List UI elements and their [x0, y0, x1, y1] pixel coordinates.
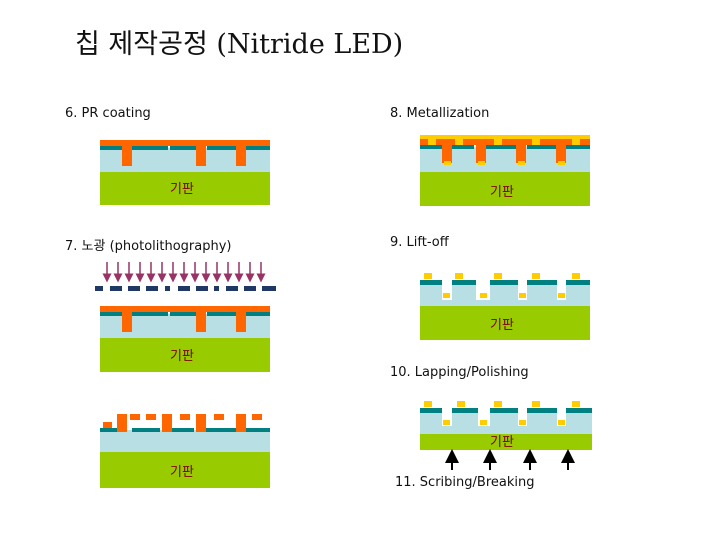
mesa-teal	[100, 312, 122, 316]
mesa-teal	[246, 146, 270, 150]
metal-contacts	[424, 401, 580, 425]
substrate	[420, 172, 590, 206]
photoresist	[100, 140, 270, 166]
diagram-lift-off	[420, 273, 590, 340]
photoresist	[420, 139, 590, 163]
mesa-teal	[527, 408, 557, 413]
mesa-teal	[170, 312, 204, 316]
step-label-metallization: 8. Metallization	[390, 106, 490, 121]
step-label-pr-coating: 6. PR coating	[65, 106, 151, 121]
photoresist-pattern	[103, 414, 262, 432]
substrate	[100, 452, 270, 488]
mesa-teal	[527, 280, 557, 285]
metal-contacts	[424, 273, 580, 298]
metal-layer	[420, 135, 590, 165]
mesa-teal	[207, 312, 237, 316]
mesa-teal	[452, 145, 474, 149]
step-label-lapping-polishing: 10. Lapping/Polishing	[390, 365, 529, 380]
step-label-lift-off: 9. Lift-off	[390, 235, 449, 250]
mesa-teal	[205, 428, 237, 432]
mesa-teal	[207, 146, 237, 150]
mesa-teal	[527, 145, 557, 149]
mesa-teal	[132, 312, 168, 316]
mesa-teal	[420, 408, 442, 413]
epi-layer	[420, 284, 590, 306]
mesa-teal	[132, 146, 168, 150]
mesa-teal	[246, 312, 270, 316]
photomask	[95, 286, 276, 291]
mesa-teal	[100, 428, 124, 432]
step-label-photolithography: 7. 노광 (photolithography)	[65, 239, 232, 254]
substrate-label: 기판	[170, 465, 194, 480]
substrate-label: 기판	[170, 182, 194, 197]
diagram-pr-coating	[100, 140, 270, 205]
mesa-teal	[566, 408, 592, 413]
mesa-teal	[100, 146, 122, 150]
mesa-teal	[132, 428, 160, 432]
substrate	[100, 172, 270, 205]
substrate-thinned	[420, 434, 592, 450]
diagram-photolithography	[95, 262, 276, 372]
mesa-teal	[452, 280, 476, 285]
epi-layer	[100, 430, 270, 452]
page-title: 칩 제작공정 (Nitride LED)	[75, 29, 404, 60]
substrate-label: 기판	[170, 349, 194, 364]
mesa-teal	[246, 428, 270, 432]
photoresist	[100, 306, 270, 332]
mesa-teal	[486, 145, 522, 149]
mesa-teal	[490, 408, 518, 413]
mesa-teal	[566, 280, 590, 285]
substrate	[100, 338, 270, 372]
substrate-label: 기판	[490, 318, 514, 333]
substrate-label: 기판	[490, 185, 514, 200]
uv-light-arrows	[102, 262, 266, 283]
mesa-teal	[166, 428, 194, 432]
mesa-teal	[490, 280, 518, 285]
diagram-metallization	[420, 135, 590, 206]
diagram-lapping-polishing	[420, 401, 592, 450]
diagram-developed-pr	[100, 414, 270, 488]
mesa-teal	[420, 280, 442, 285]
mesa-teal	[420, 145, 442, 149]
mesa-teal	[452, 408, 478, 413]
step-label-scribing-breaking: 11. Scribing/Breaking	[395, 475, 535, 490]
breaking-arrows	[445, 449, 575, 470]
substrate-label: 기판	[490, 435, 514, 450]
substrate	[420, 306, 590, 340]
epi-layer	[420, 412, 592, 434]
mesa-teal	[566, 145, 590, 149]
mesa-teal	[170, 146, 204, 150]
